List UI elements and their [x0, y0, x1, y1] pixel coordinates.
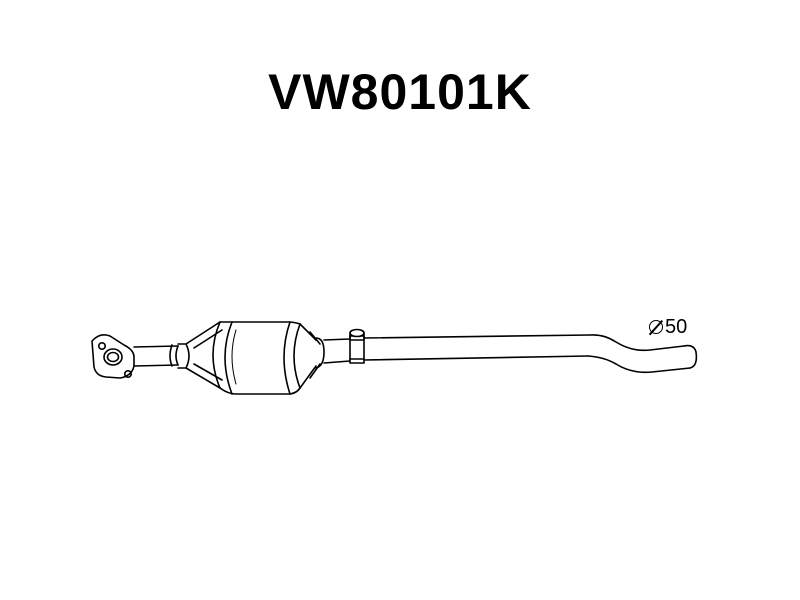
- main-pipe: [323, 334, 591, 364]
- sensor-boss: [349, 328, 365, 364]
- pipe-end: [683, 344, 698, 369]
- diameter-value: 50: [665, 316, 688, 338]
- outlet-cone: [299, 323, 325, 389]
- inlet-pipe: [133, 343, 190, 369]
- inlet-flange: [91, 334, 135, 379]
- part-number-title: VW80101K: [268, 64, 532, 120]
- diameter-symbol-icon: [648, 319, 664, 335]
- catalytic-converter-body: [212, 321, 301, 395]
- inlet-cone: [185, 321, 223, 389]
- diameter-label: 50: [648, 316, 687, 338]
- outlet-bend: [587, 334, 691, 374]
